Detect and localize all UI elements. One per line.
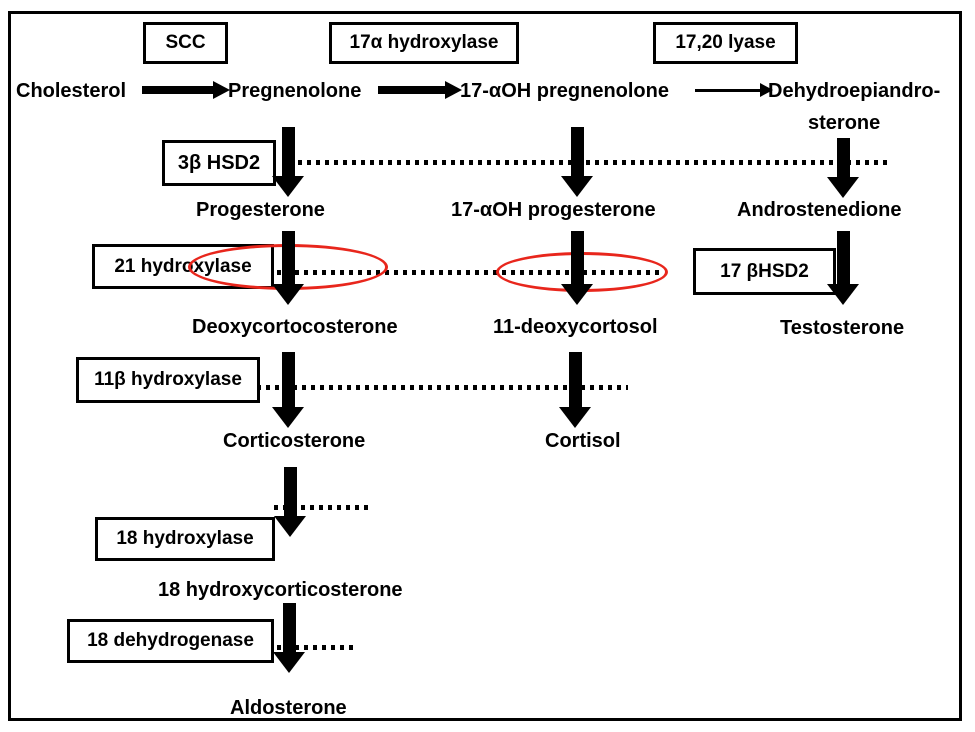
- arrow-18-hydroxycorticosterone-to-aldosterone: [273, 603, 305, 673]
- arrow-stem: [281, 231, 295, 284]
- arrow-head: [827, 177, 859, 198]
- arrow-head: [272, 407, 304, 428]
- arrow-stem: [836, 138, 850, 177]
- enzyme-box-18-dehydrogenase: 18 dehydrogenase: [67, 619, 274, 663]
- arrow-11-deoxycortosol-to-cortisol: [559, 352, 591, 428]
- arrow-pregnenolone-to-17oh-pregnenolone: [378, 81, 462, 99]
- metabolite-pregnenolone: Pregnenolone: [228, 80, 362, 102]
- enzyme-box-18-hydroxylase: 18 hydroxylase: [95, 517, 275, 561]
- arrow-androstenedione-to-testosterone: [827, 231, 859, 305]
- arrow-head: [213, 81, 230, 99]
- arrow-head: [561, 284, 593, 305]
- arrow-stem: [378, 86, 445, 94]
- arrow-stem: [836, 231, 850, 284]
- metabolite-testosterone: Testosterone: [780, 317, 905, 339]
- arrow-cholesterol-to-pregnenolone: [142, 81, 230, 99]
- arrow-17oh-progesterone-to-11-deoxycortosol: [561, 231, 593, 305]
- dotted-line-18-hydroxylase: [274, 505, 372, 510]
- arrow-head: [760, 83, 773, 97]
- arrow-stem: [570, 127, 584, 176]
- arrow-head: [827, 284, 859, 305]
- diagram-border: [8, 11, 962, 721]
- metabolite-androstenedione: Androstenedione: [737, 199, 902, 221]
- metabolite-dehydroepiandrosterone-line1: Dehydroepiandro-: [768, 80, 941, 102]
- dotted-line-3b-hsd2: [298, 160, 890, 165]
- metabolite-11-deoxycortosol: 11-deoxycortosol: [493, 316, 658, 338]
- metabolite-progesterone: Progesterone: [196, 199, 325, 221]
- metabolite-corticosterone: Corticosterone: [223, 430, 366, 452]
- arrow-stem: [142, 86, 213, 94]
- arrow-stem: [281, 352, 295, 407]
- metabolite-cortisol: Cortisol: [545, 430, 621, 452]
- enzyme-box-17-20-lyase: 17,20 lyase: [653, 22, 798, 64]
- arrow-17oh-pregnenolone-to-dhea: [695, 83, 773, 97]
- enzyme-box-11b-hydroxylase: 11β hydroxylase: [76, 357, 260, 403]
- arrow-head: [272, 176, 304, 197]
- dotted-line-18-dehydrogenase: [277, 645, 358, 650]
- metabolite-17oh-progesterone: 17-αOH progesterone: [451, 199, 656, 221]
- arrow-stem: [570, 231, 584, 284]
- arrow-progesterone-to-deoxycortocosterone: [272, 231, 304, 305]
- enzyme-box-scc: SCC: [143, 22, 228, 64]
- arrow-stem: [281, 127, 295, 176]
- arrow-stem: [695, 88, 760, 92]
- arrow-head: [273, 652, 305, 673]
- arrow-corticosterone-to-18-hydroxycorticosterone: [274, 467, 306, 537]
- arrow-17oh-pregnenolone-to-17oh-progesterone: [561, 127, 593, 197]
- metabolite-cholesterol: Cholesterol: [16, 80, 127, 102]
- enzyme-box-17a-hydroxylase: 17α hydroxylase: [329, 22, 519, 64]
- arrow-head: [561, 176, 593, 197]
- arrow-pregnenolone-to-progesterone: [272, 127, 304, 197]
- metabolite-deoxycortocosterone: Deoxycortocosterone: [192, 316, 398, 338]
- arrow-stem: [283, 467, 297, 516]
- enzyme-box-3b-hsd2: 3β HSD2: [162, 140, 276, 186]
- arrow-head: [274, 516, 306, 537]
- arrow-head: [272, 284, 304, 305]
- dotted-line-21-hydroxylase: [277, 270, 663, 275]
- metabolite-18-hydroxycorticosterone: 18 hydroxycorticosterone: [158, 579, 403, 601]
- arrow-stem: [568, 352, 582, 407]
- metabolite-17oh-pregnenolone: 17-αOH pregnenolone: [460, 80, 669, 102]
- arrow-head: [445, 81, 462, 99]
- enzyme-box-17b-hsd2: 17 βHSD2: [693, 248, 836, 295]
- arrow-dhea-to-androstenedione: [827, 138, 859, 198]
- metabolite-aldosterone: Aldosterone: [230, 697, 347, 719]
- arrow-deoxycortocosterone-to-corticosterone: [272, 352, 304, 428]
- arrow-head: [559, 407, 591, 428]
- arrow-stem: [282, 603, 296, 652]
- dotted-line-11b-hydroxylase: [248, 385, 628, 390]
- metabolite-dehydroepiandrosterone-line2: sterone: [808, 112, 881, 134]
